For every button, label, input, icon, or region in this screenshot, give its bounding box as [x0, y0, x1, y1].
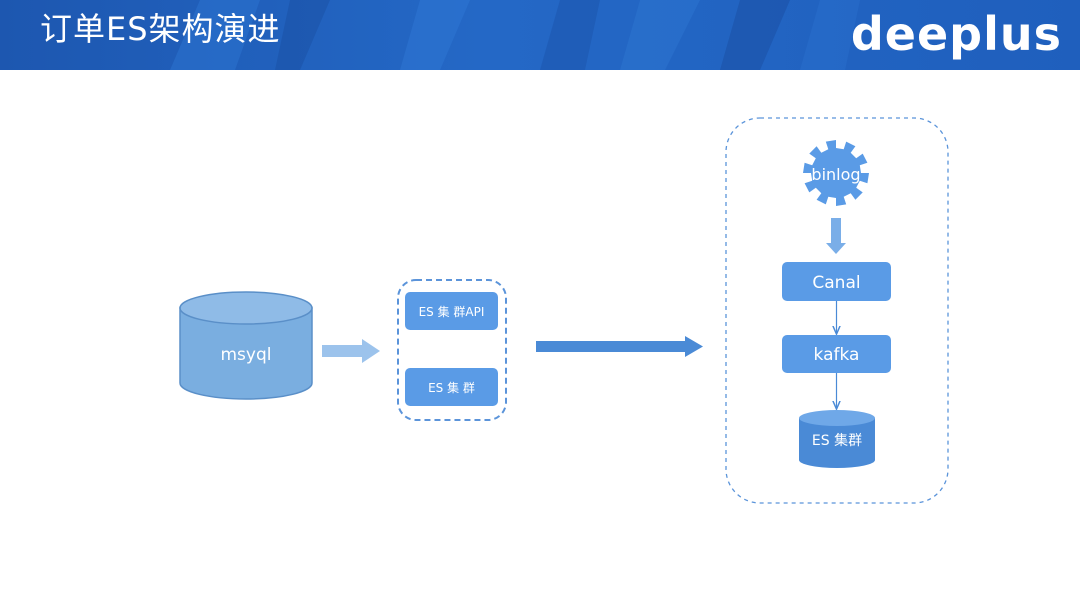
header-decoration — [170, 0, 860, 70]
architecture-diagram: msyql ES 集 群API ES 集 群 binlog Canal kafk… — [179, 117, 949, 504]
page-title: 订单ES架构演进 — [40, 10, 281, 48]
es-cluster-database-node: ES 集群 — [799, 410, 875, 468]
binlog-label: binlog — [811, 165, 860, 184]
es-cluster-group — [397, 279, 507, 421]
arrow-mysql-to-cluster — [322, 339, 380, 363]
es-cluster-label: ES 集 群 — [428, 380, 475, 395]
es-target-label: ES 集群 — [812, 432, 862, 449]
deeplus-logo: deeplus — [850, 7, 1062, 61]
es-cluster-api-label: ES 集 群API — [419, 304, 485, 319]
canal-node: Canal — [782, 262, 891, 301]
arrow-binlog-to-canal — [826, 218, 846, 254]
es-cluster-api-box: ES 集 群API — [405, 292, 498, 330]
kafka-node: kafka — [782, 335, 891, 373]
arrow-cluster-to-pipeline — [536, 336, 703, 357]
header-bar: 订单ES架构演进 deeplus — [0, 0, 1080, 70]
binlog-gear-icon: binlog — [803, 140, 869, 206]
mysql-database-node: msyql — [179, 291, 313, 400]
es-cluster-box: ES 集 群 — [405, 368, 498, 406]
kafka-label: kafka — [814, 345, 860, 365]
mysql-label: msyql — [221, 345, 272, 365]
canal-label: Canal — [812, 273, 860, 293]
